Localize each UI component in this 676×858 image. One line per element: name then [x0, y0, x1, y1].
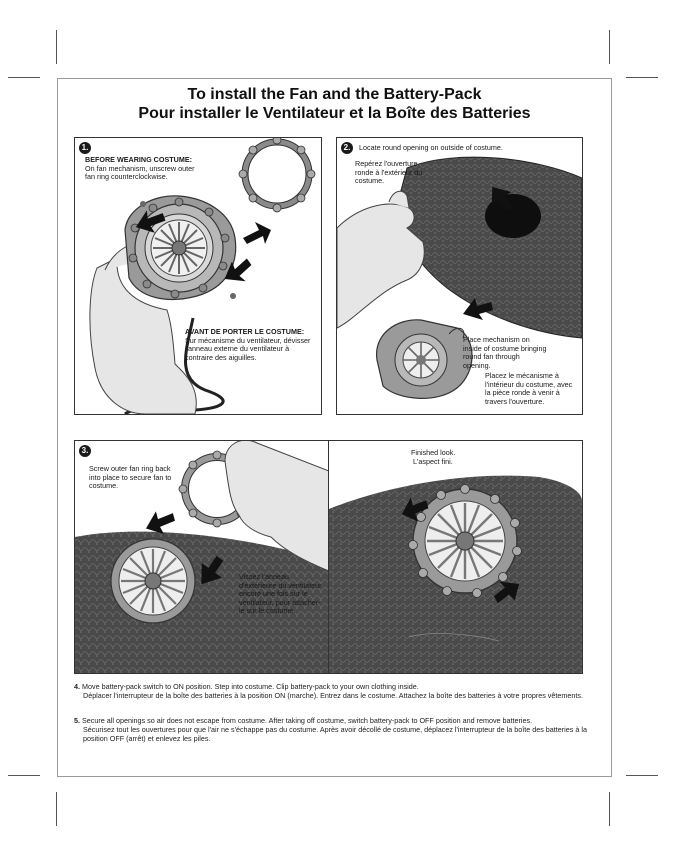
step2-place-en: Place mechanism on inside of costume bri… [463, 335, 547, 370]
title-fr: Pour installer le Ventilateur et la Boît… [138, 105, 531, 122]
step3-screw-fr: Vissez l'anneau d'extérieure du ventilat… [239, 572, 322, 616]
hand-illustration [89, 257, 197, 414]
instruction-sheet: To install the Fan and the Battery-Pack … [57, 78, 612, 777]
costume-illustration [337, 156, 582, 399]
costume-illustration [75, 441, 329, 673]
step-5-instructions: 5. Secure all openings so air does not e… [74, 716, 594, 743]
step-number: 4. [74, 682, 80, 691]
crop-mark [56, 30, 57, 64]
step2-place-fr: Placez le mécanisme à l'intérieur du cos… [485, 371, 573, 406]
crop-mark [609, 30, 610, 64]
costume-illustration [329, 475, 582, 673]
hand-illustration [224, 441, 329, 572]
panel-step-3: 3. Screw outer fan ring back into place … [74, 440, 330, 674]
finished-fr: L'aspect fini. [413, 457, 453, 466]
step-number: 3. [79, 445, 91, 457]
fan-mechanism-illustration [408, 484, 522, 598]
step1-text-en: BEFORE WEARING COSTUME: On fan mechanism… [85, 155, 197, 182]
crop-mark [8, 77, 40, 78]
step5-fr: Sécurisez tout les ouvertures pour que l… [83, 724, 587, 743]
step-number: 5. [74, 716, 80, 725]
arrow-icon [135, 210, 271, 282]
arrow-icon [145, 511, 224, 585]
step1-heading-en: BEFORE WEARING COSTUME: [85, 155, 193, 164]
step1-body-en: On fan mechanism, unscrew outer fan ring… [85, 163, 195, 182]
finished-en: Finished look. [411, 448, 456, 457]
title-en: To install the Fan and the Battery-Pack [187, 86, 482, 103]
step5-en: Secure all openings so air does not esca… [82, 716, 533, 725]
step2-locate-en: Locate round opening on outside of costu… [359, 143, 503, 152]
step4-fr: Déplacer l'interrupteur de la boîte des … [83, 690, 583, 700]
step1-text-fr: AVANT DE PORTER LE COSTUME: Sur mécanism… [185, 327, 319, 362]
arrow-icon [463, 186, 514, 320]
arrow-icon [401, 497, 520, 604]
step-number: 2. [341, 142, 353, 154]
panel-step-1: 1. BEFORE WEARING COSTUME: On fan mechan… [74, 137, 322, 415]
step4-en: Move battery-pack switch to ON position.… [82, 682, 419, 691]
crop-mark [8, 775, 40, 776]
crop-mark [626, 77, 658, 78]
hand-illustration [337, 203, 425, 329]
panel-step-2: 2. Locate round opening on outside of co… [336, 137, 583, 415]
panel-finished: Finished look. L'aspect fini. [328, 440, 583, 674]
step-number: 1. [79, 142, 91, 154]
crop-mark [609, 792, 610, 826]
step1-heading-fr: AVANT DE PORTER LE COSTUME: [185, 327, 305, 336]
fan-mechanism-illustration [89, 138, 316, 414]
crop-mark [56, 792, 57, 826]
step3-screw-en: Screw outer fan ring back into place to … [89, 464, 172, 491]
fan-ring-illustration [238, 138, 316, 213]
step1-body-fr: Sur mécanisme du ventilateur, dévisser l… [185, 335, 311, 362]
crop-mark [626, 775, 658, 776]
step-4-instructions: 4. Move battery-pack switch to ON positi… [74, 682, 594, 701]
step2-locate-fr: Repérez l'ouverture ronde à l'extérieur … [355, 159, 423, 186]
